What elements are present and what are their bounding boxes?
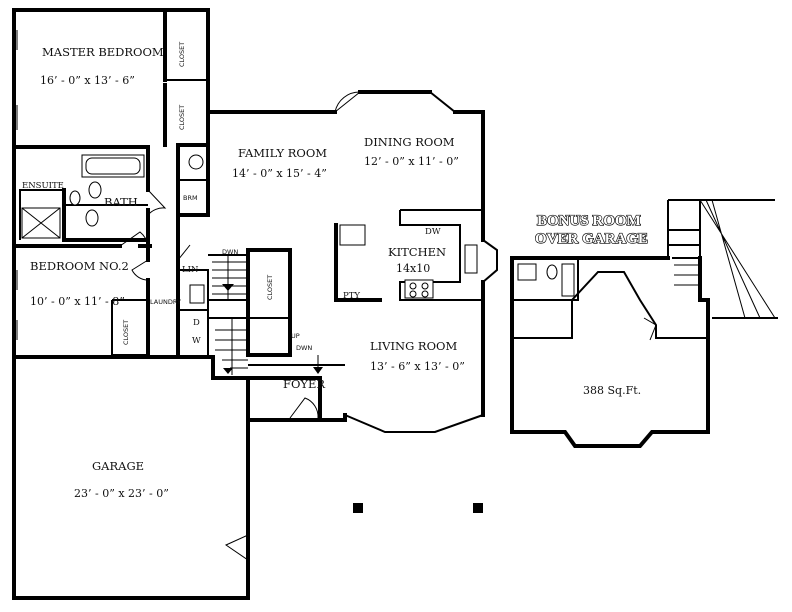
main-stairs — [208, 254, 323, 375]
garage-dims: 23’ - 0” x 23’ - 0” — [74, 487, 169, 500]
kitchen-label: KITCHEN — [388, 245, 446, 259]
brm-label: BRM — [183, 194, 198, 202]
fixtures — [21, 154, 478, 304]
main-plan-walls — [12, 8, 498, 600]
door-swings — [119, 91, 361, 561]
stairs-dwn-label: DWN — [296, 344, 312, 352]
stairs-down-label: DWN — [222, 248, 238, 256]
lin-label: LIN — [182, 265, 199, 275]
laundry-label: LAUNDRY — [150, 298, 181, 306]
living-room-label: LIVING ROOM — [370, 339, 457, 353]
dining-room-label: DINING ROOM — [364, 135, 455, 149]
family-room-dims: 14’ - 0” x 15’ - 4” — [232, 167, 327, 180]
stairs-up-label: UP — [291, 332, 300, 340]
dryer-label: D — [193, 318, 200, 328]
windows — [13, 9, 150, 340]
closet-label-3: CLOSET — [122, 320, 130, 345]
post-right — [473, 503, 483, 513]
bonus-title-line1: BONUS ROOM — [537, 213, 641, 229]
bonus-area-label: 388 Sq.Ft. — [583, 384, 641, 397]
kitchen-dims: 14x10 — [396, 262, 430, 275]
closet-label-1: CLOSET — [178, 42, 186, 67]
foyer-label: FOYER — [283, 377, 325, 391]
master-bedroom-label: MASTER BEDROOM — [42, 45, 164, 59]
bath-label: BATH — [104, 195, 138, 209]
living-room-dims: 13’ - 6” x 13’ - 0” — [370, 360, 465, 373]
closet-label-2: CLOSET — [178, 105, 186, 130]
ensuite-label: ENSUITE — [22, 181, 64, 191]
master-bedroom-dims: 16’ - 0” x 13’ - 6” — [40, 74, 135, 87]
bonus-plan-walls — [510, 199, 778, 448]
dw-label: DW — [425, 227, 441, 237]
washer-label: W — [192, 336, 201, 346]
dining-room-dims: 12’ - 0” x 11’ - 0” — [364, 155, 459, 168]
bedroom2-label: BEDROOM NO.2 — [30, 259, 129, 273]
garage-label: GARAGE — [92, 459, 144, 473]
bonus-title-line2: OVER GARAGE — [535, 231, 648, 247]
pty-label: PTY — [343, 291, 360, 301]
bedroom2-dims: 10’ - 0” x 11’ - 8” — [30, 295, 125, 308]
post-left — [353, 503, 363, 513]
family-room-label: FAMILY ROOM — [238, 146, 327, 160]
closet-label-4: CLOSET — [266, 275, 274, 300]
